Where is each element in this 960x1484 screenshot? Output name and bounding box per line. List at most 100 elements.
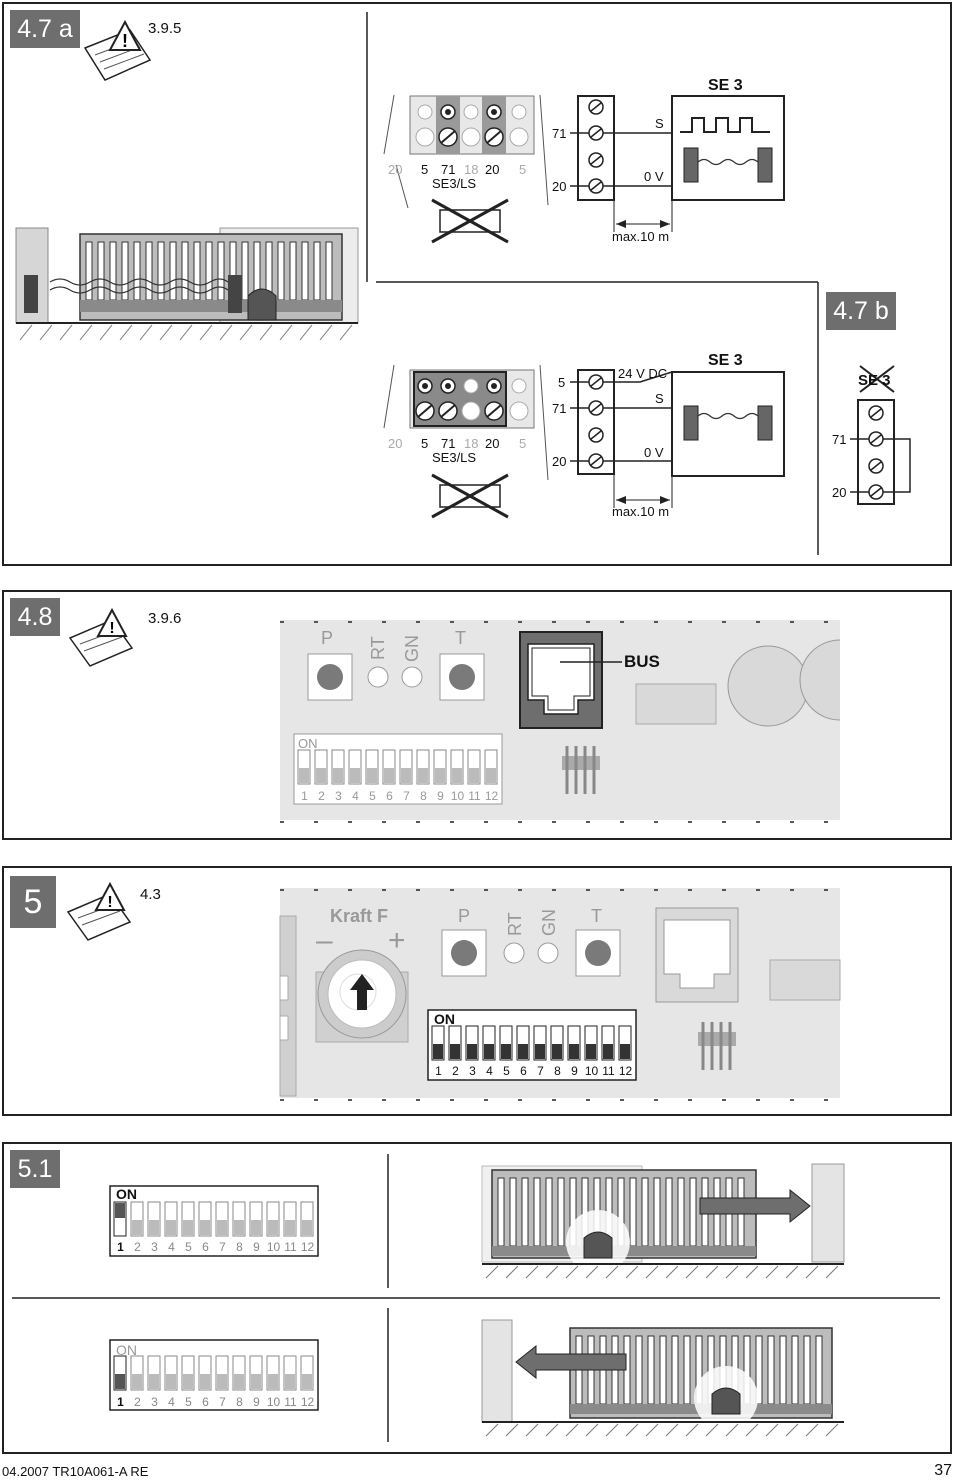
dip-number-row-5: 1 2 3 4 5 6 7 8 9 10 11 12: [430, 1064, 640, 1078]
dip-number: 10: [266, 1395, 281, 1409]
panel-5-drawing: !: [66, 881, 841, 1101]
dip-number: 6: [202, 1395, 209, 1409]
dip-number: 9: [253, 1395, 260, 1409]
label-rt: RT: [368, 636, 388, 660]
dip-number: 5: [185, 1395, 192, 1409]
figure-tag-5-1: 5.1: [10, 1150, 60, 1188]
dip-number: 12: [618, 1064, 633, 1078]
terminal-label-71-bottom: 71: [441, 436, 456, 451]
dip-number: 6: [202, 1240, 209, 1254]
dip-number: 3: [335, 789, 342, 803]
svg-text:!: !: [122, 31, 128, 51]
zero-v-label-bottom: 0 V: [644, 445, 664, 460]
dip-number: 10: [450, 789, 465, 803]
dip-number: 6: [386, 789, 393, 803]
dip-number: 2: [452, 1064, 459, 1078]
dip-number: 1: [117, 1395, 124, 1409]
gate-closing-illustration: [481, 1319, 844, 1437]
terminal-label-5b: 5: [519, 162, 527, 177]
dip-number: 10: [584, 1064, 599, 1078]
gate-opening-illustration: [481, 1163, 845, 1279]
zero-v-label: 0 V: [644, 169, 664, 184]
dip-number: 1: [435, 1064, 442, 1078]
wire-label-20: 20: [552, 179, 567, 194]
label-on: ON: [298, 736, 318, 751]
bus-connector: [519, 631, 603, 729]
ref-3-9-5: 3.9.5: [148, 20, 182, 37]
figure-tag-4-8: 4.8: [10, 598, 60, 636]
dip-number: 9: [437, 789, 444, 803]
dip-number: 4: [168, 1395, 175, 1409]
dip-number: 4: [486, 1064, 493, 1078]
dip-number: 4: [352, 789, 359, 803]
gate-scene-top: [15, 227, 359, 341]
label-t-5: T: [591, 906, 602, 926]
terminal-label-5-bottom: 5: [421, 436, 429, 451]
plug-crossed-icon-bottom: [431, 473, 509, 519]
terminal-label-20-bottom: 20: [388, 436, 403, 451]
dip-number: 9: [571, 1064, 578, 1078]
dip-number: 2: [134, 1240, 141, 1254]
dip-number: 12: [300, 1240, 315, 1254]
terminal-label-20: 20: [388, 162, 403, 177]
dip-number: 8: [420, 789, 427, 803]
dip-switch-bottom: [109, 1339, 319, 1411]
panel-4-8-drawing: !: [68, 607, 841, 823]
dip-number: 11: [284, 1395, 297, 1409]
dip-number: 11: [468, 789, 481, 803]
dip-number: 8: [236, 1240, 243, 1254]
dip-number: 4: [168, 1240, 175, 1254]
wiring-diagram-bottom: [570, 369, 785, 508]
label-bus: BUS: [624, 652, 660, 671]
dip-number: 12: [484, 789, 499, 803]
label-on-5-1-bottom: ON: [116, 1342, 137, 1358]
svg-text:!: !: [107, 894, 112, 911]
label-kraft: Kraft F: [330, 906, 388, 926]
dip-number-row: 1 2 3 4 5 6 7 8 9 10 11 12: [296, 789, 506, 803]
signal-label: S: [655, 116, 664, 131]
figure-tag-4-7b: 4.7 b: [826, 292, 896, 330]
wire-label-71-4-7b: 71: [832, 432, 847, 447]
dip-number: 6: [520, 1064, 527, 1078]
terminal-block-top: [383, 94, 549, 209]
label-t: T: [455, 628, 466, 648]
wiring-bridge-4-7b: [850, 365, 911, 505]
dip-number: 1: [301, 789, 308, 803]
dip-number: 2: [318, 789, 325, 803]
dip-number-row-5-1-bottom: 1 2 3 4 5 6 7 8 9 10 11 12: [112, 1395, 322, 1409]
dip-number: 1: [117, 1240, 124, 1254]
label-plus: +: [388, 924, 406, 957]
dip-number: 7: [219, 1395, 226, 1409]
manual-warning-icon-5: !: [66, 881, 132, 941]
wire-label-71: 71: [552, 126, 567, 141]
signal-label-bottom: S: [655, 391, 664, 406]
label-p-5: P: [458, 906, 471, 926]
label-gn-5: GN: [539, 909, 559, 936]
terminal-block-bottom: [383, 364, 549, 481]
wire-label-71-bottom: 71: [552, 401, 567, 416]
footer-document-code: 04.2007 TR10A061-A RE: [2, 1464, 149, 1479]
dip-switch-top: [109, 1185, 319, 1257]
distance-label: max.10 m: [612, 229, 670, 244]
dip-number: 12: [300, 1395, 315, 1409]
terminal-caption: SE3/LS: [432, 176, 477, 191]
terminal-label-71: 71: [441, 162, 456, 177]
label-minus: –: [316, 924, 333, 957]
terminal-caption-bottom: SE3/LS: [432, 450, 477, 465]
terminal-label-5b-bottom: 5: [519, 436, 527, 451]
dip-number: 3: [151, 1395, 158, 1409]
plug-crossed-icon: [431, 198, 509, 244]
manual-warning-icon: !: [83, 19, 152, 81]
terminal-label-20b-bottom: 20: [485, 436, 500, 451]
dip-number: 7: [403, 789, 410, 803]
label-on-5: ON: [434, 1011, 455, 1027]
terminal-label-20b: 20: [485, 162, 500, 177]
dip-number: 10: [266, 1240, 281, 1254]
dip-number: 7: [537, 1064, 544, 1078]
label-on-5-1-top: ON: [116, 1186, 137, 1202]
distance-label-bottom: max.10 m: [612, 504, 670, 519]
dip-number: 9: [253, 1240, 260, 1254]
dip-number: 8: [554, 1064, 561, 1078]
manual-warning-icon-4-8: !: [68, 607, 134, 667]
terminal-label-18-bottom: 18: [464, 436, 479, 451]
